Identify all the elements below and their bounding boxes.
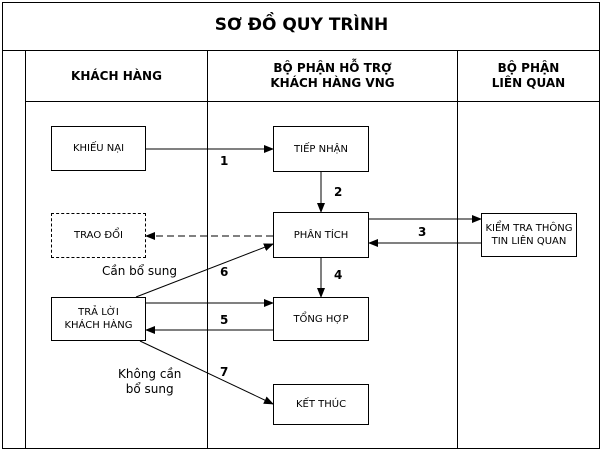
- box-reply-line1: TRẢ LỜI: [78, 307, 119, 318]
- note-no-need-line2: bổ sung: [125, 382, 174, 396]
- step-label-6: 6: [220, 265, 229, 279]
- box-exchange: TRAO ĐỔI: [51, 213, 146, 258]
- box-receive: TIẾP NHẬN: [273, 126, 369, 172]
- box-complaint: KHIẾU NẠI: [51, 126, 146, 171]
- step-label-5: 5: [220, 313, 229, 327]
- lane-header-support: BỘ PHẬN HỖ TRỢ KHÁCH HÀNG VNG: [208, 61, 457, 91]
- diagram-title: SƠ ĐỒ QUY TRÌNH: [214, 15, 389, 35]
- arrow-6: [135, 243, 274, 298]
- note-no-need-line1: Không cần: [118, 367, 182, 381]
- step-label-3: 3: [418, 225, 427, 239]
- box-end: KẾT THÚC: [273, 384, 369, 425]
- arrow-7: [139, 340, 274, 405]
- box-reply-customer: TRẢ LỜI KHÁCH HÀNG: [51, 297, 146, 341]
- lane-header-customer: KHÁCH HÀNG: [71, 69, 162, 83]
- step-label-1: 1: [220, 154, 229, 168]
- box-analyze: PHÂN TÍCH: [273, 212, 369, 258]
- box-reply-line2: KHÁCH HÀNG: [64, 320, 133, 331]
- box-summary: TỔNG HỢP: [273, 297, 369, 341]
- step-label-2: 2: [334, 185, 343, 199]
- lane-header-support-line2: KHÁCH HÀNG VNG: [270, 76, 395, 90]
- step-label-4: 4: [334, 268, 343, 282]
- lane-header-related: BỘ PHẬN LIÊN QUAN: [458, 61, 599, 91]
- lane-header-related-line1: BỘ PHẬN: [497, 61, 560, 75]
- lane-header-related-line2: LIÊN QUAN: [491, 76, 566, 90]
- box-check-line1: KIỂM TRA THÔNG: [485, 223, 573, 234]
- note-no-need: Không cần bổ sung: [118, 367, 181, 397]
- step-label-7: 7: [220, 365, 229, 379]
- box-check-line2: TIN LIÊN QUAN: [491, 236, 567, 247]
- lane-header-support-line1: BỘ PHẬN HỖ TRỢ: [273, 61, 392, 75]
- box-check-related-info: KIỂM TRA THÔNG TIN LIÊN QUAN: [481, 213, 577, 257]
- note-need-more: Cần bổ sung: [102, 264, 178, 278]
